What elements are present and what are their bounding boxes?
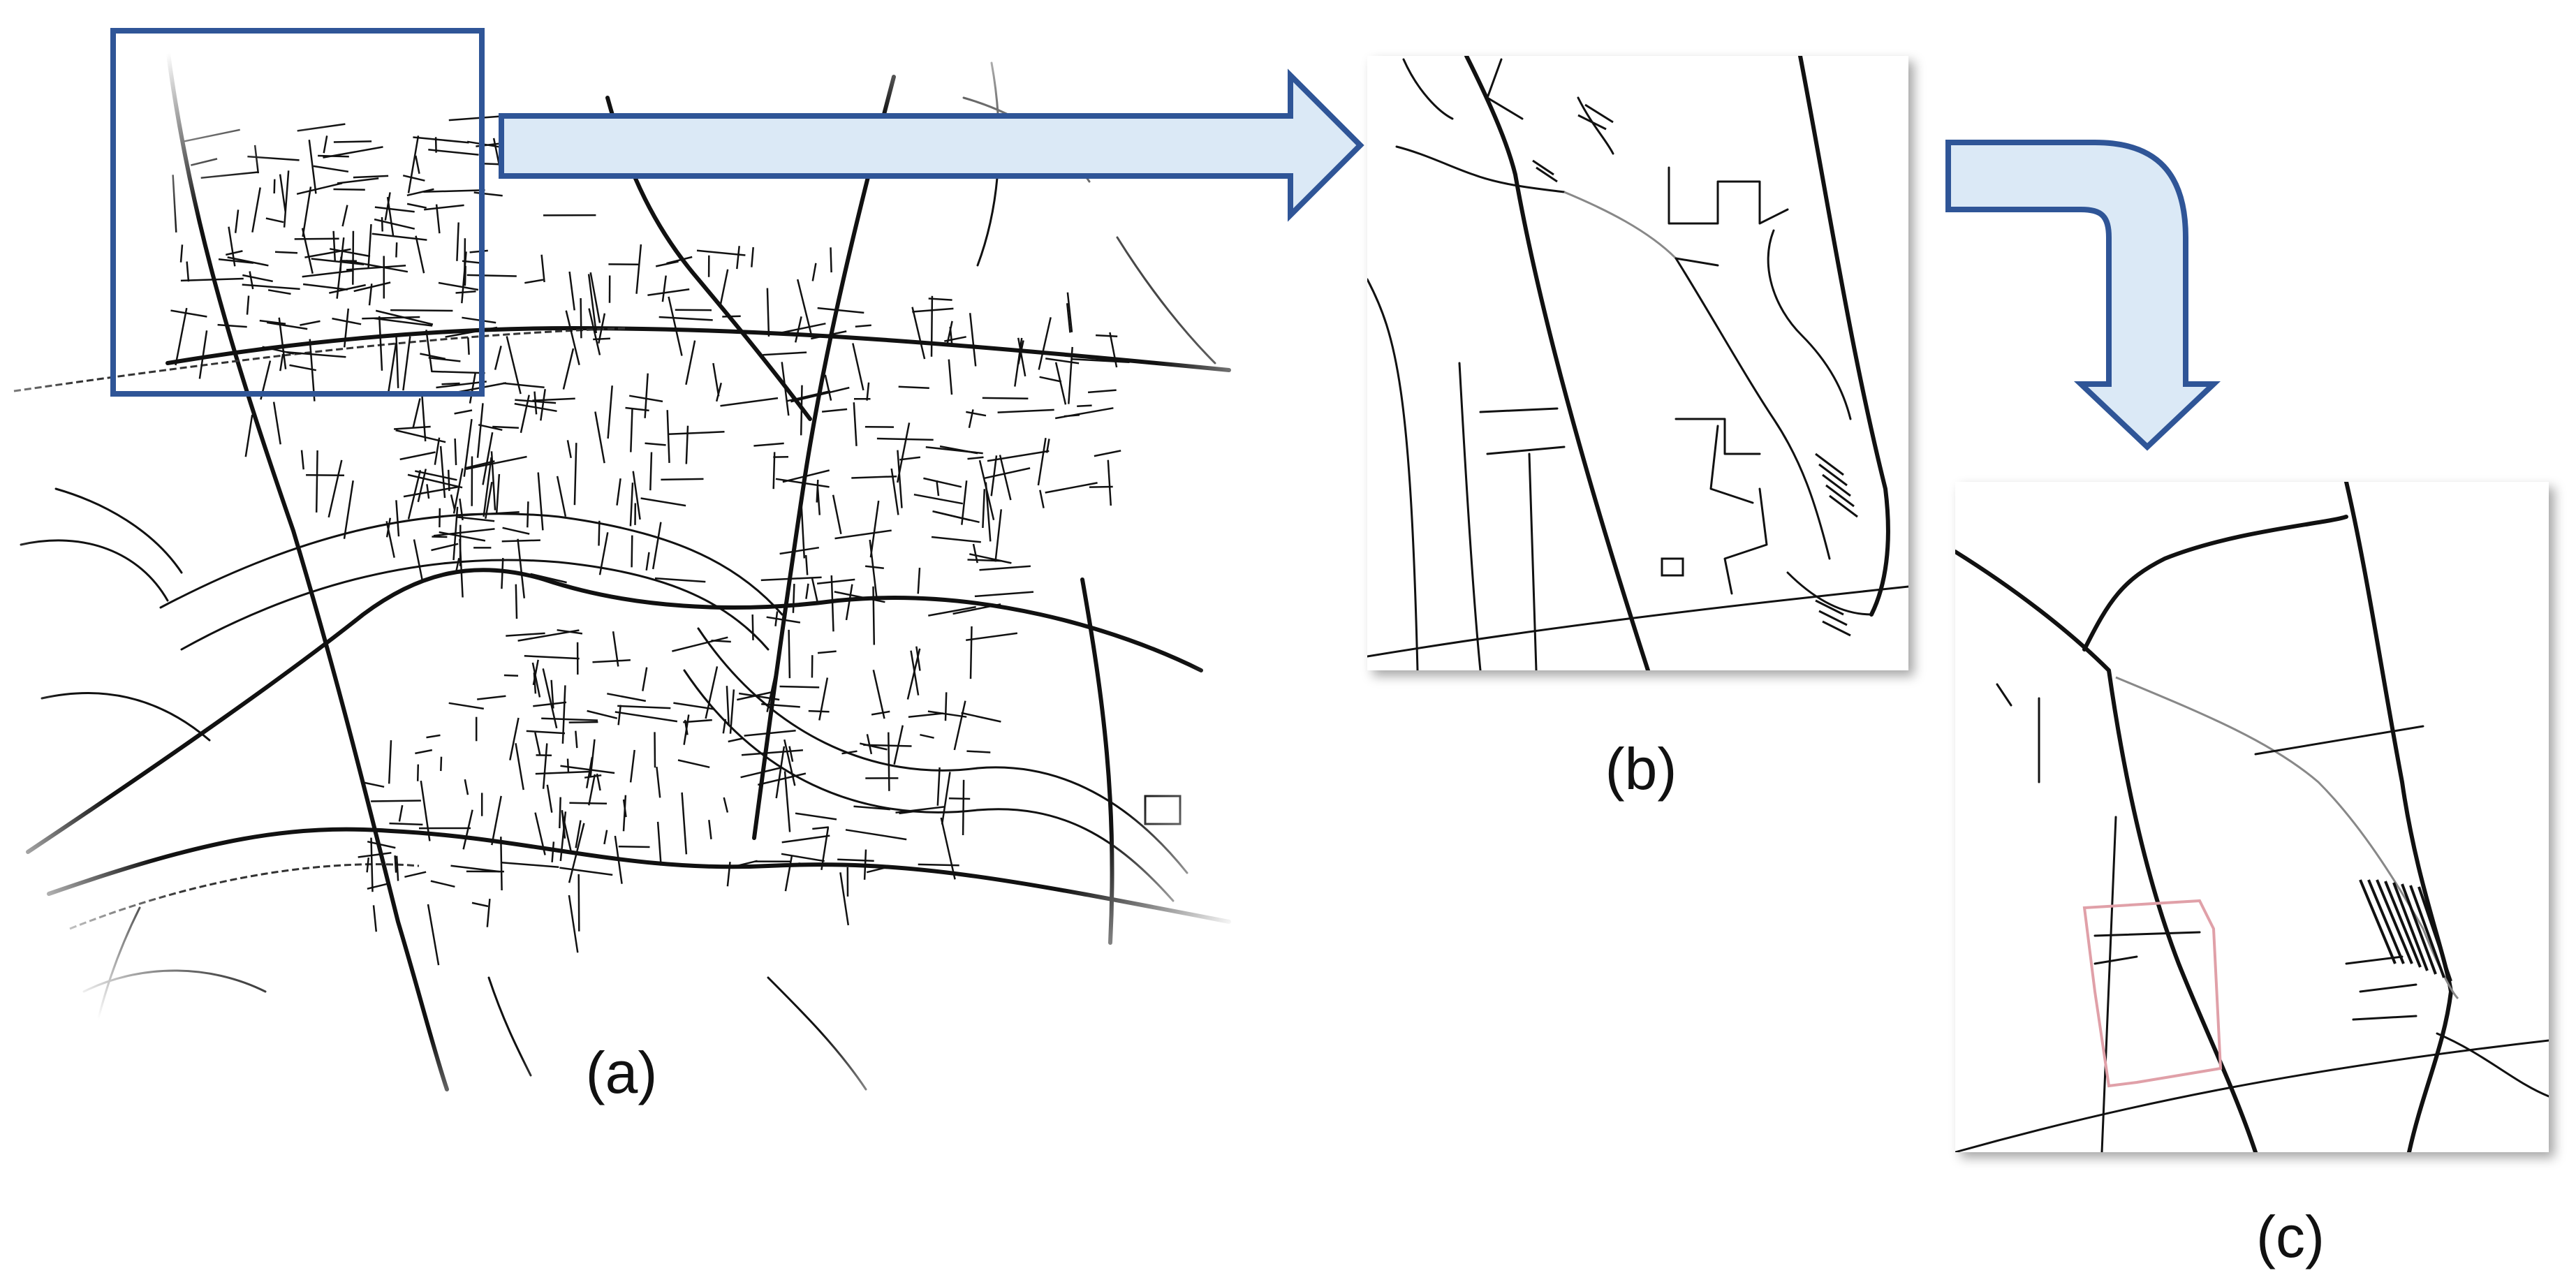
- panel-b-caption: (b): [1605, 736, 1677, 802]
- panel-a-caption: (a): [586, 1040, 658, 1105]
- arrow-right-icon: [499, 68, 1364, 222]
- arrow-curved-down-icon: [1945, 140, 2221, 451]
- building-rows: [2359, 879, 2452, 982]
- panel-b-zoomed-map: [1367, 56, 1908, 670]
- zoom-region-box: [110, 28, 485, 397]
- panel-c-caption: (c): [2256, 1204, 2325, 1270]
- highlighted-parcel: [2082, 899, 2223, 1088]
- panel-a-city-map: [0, 28, 1243, 1096]
- building-cluster: [1532, 103, 1858, 637]
